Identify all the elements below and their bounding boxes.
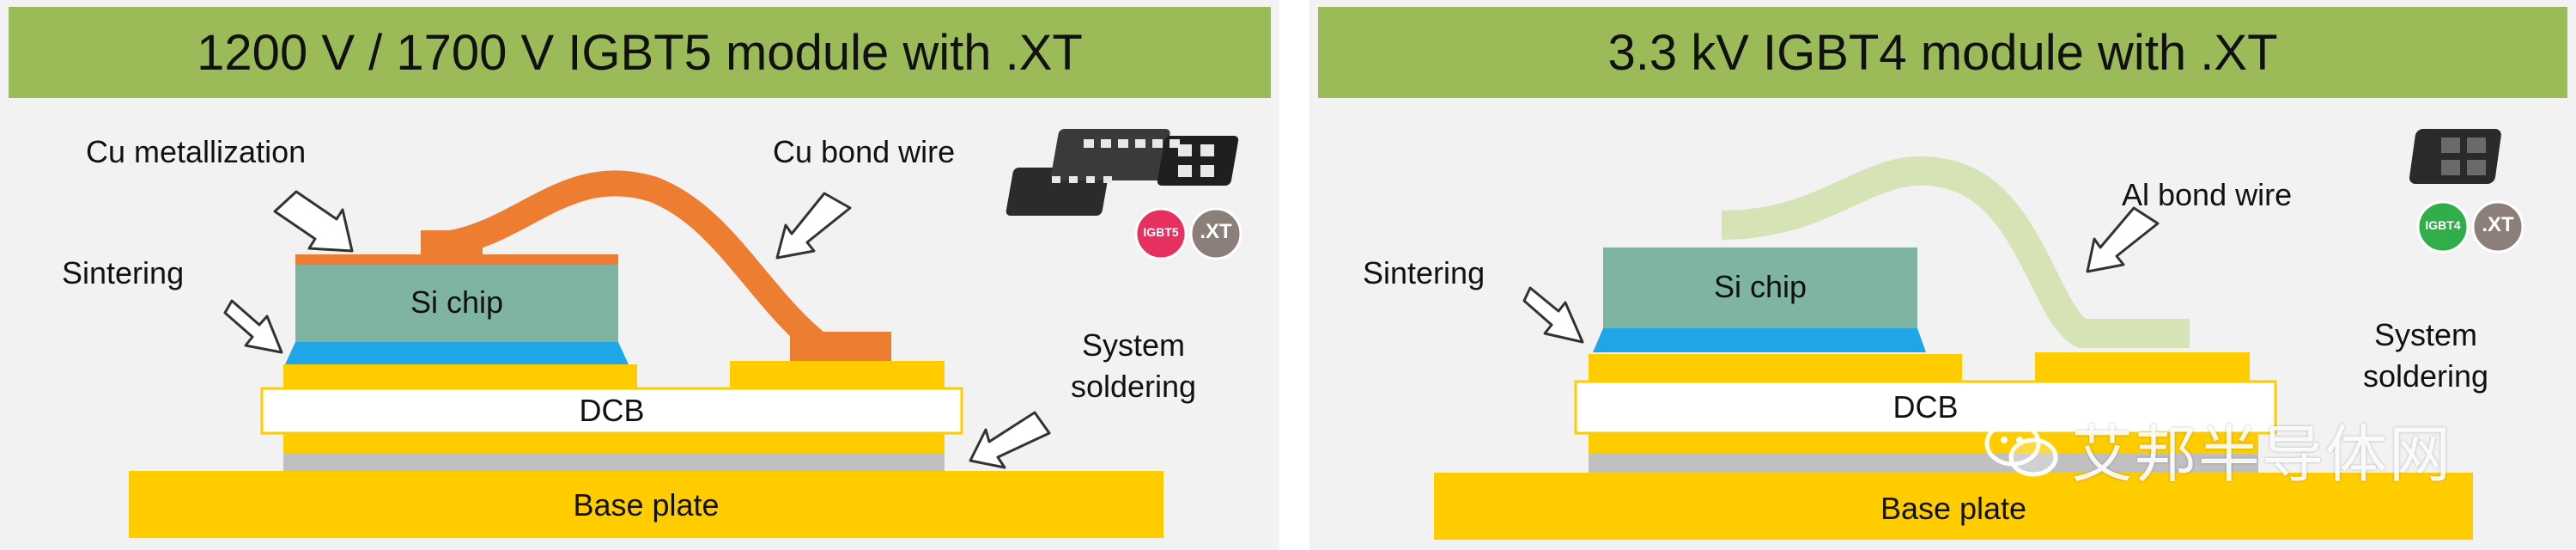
left-dcb-top-copper-left [283,364,637,388]
right-badge-igbt4 [2416,200,2470,254]
left-system-solder-layer [283,454,945,471]
wechat-icon [1984,420,2058,476]
watermark: 艾邦半导体网 [1984,404,2452,494]
left-arrow-cu-bond-wire [775,192,852,260]
left-arrow-sintering [223,299,283,354]
right-label-sintering: Sintering [1363,255,1485,290]
left-label-dcb: DCB [579,393,645,428]
left-label-si-chip: Si chip [410,284,504,320]
left-module-images [1005,129,1239,216]
left-label-cu-bond-wire: Cu bond wire [773,134,956,169]
left-badge-igbt5 [1134,207,1188,260]
right-module-image [2409,129,2501,184]
left-dcb-top-copper-right [730,361,945,388]
left-label-cu-metallization: Cu metallization [86,134,307,169]
left-sinter-layer [285,342,629,364]
right-label-system-soldering-1: System [2373,317,2478,352]
right-dcb-top-copper-left [1589,354,1962,382]
left-badge-xt [1189,207,1242,260]
right-si-chip [1603,248,1917,328]
right-dcb-top-copper-right [2035,352,2250,382]
left-label-system-soldering-1: System [1081,327,1186,363]
left-arrow-cu-metallization [273,190,354,253]
right-title-bar: 3.3 kV IGBT4 module with .XT [1318,7,2567,98]
left-si-chip [295,265,618,342]
right-badge-igbt4-text: IGBT4 [2425,218,2461,232]
left-cu-metallization [295,254,618,265]
left-cu-bond-foot-pad [790,332,891,361]
right-label-si-chip: Si chip [1713,269,1807,304]
left-label-system-soldering-2: soldering [1070,369,1197,404]
left-base-plate [129,471,1163,538]
right-label-al-bond-wire: Al bond wire [2122,177,2293,212]
left-arrow-system-soldering [969,411,1051,469]
left-diagram [129,129,1242,538]
left-panel: 1200 V / 1700 V IGBT5 module with .XT [0,0,1279,550]
right-label-system-soldering-2: soldering [2362,358,2489,394]
right-badge-xt-text: .XT [2482,213,2514,236]
left-title-bar: 1200 V / 1700 V IGBT5 module with .XT [9,7,1271,98]
watermark-text: 艾邦半导体网 [2071,419,2453,491]
right-label-base-plate: Base plate [1880,491,2027,526]
right-label-dcb: DCB [1893,389,1959,425]
left-dcb-bottom-copper [283,433,945,454]
left-title: 1200 V / 1700 V IGBT5 module with .XT [197,24,1083,81]
left-cu-bond-wire [444,170,824,352]
right-al-bond-wire [1721,156,2190,348]
right-sinter-layer [1593,328,1926,352]
left-badge-xt-text: .XT [1200,220,1232,243]
right-system-solder-layer [1589,454,2258,473]
right-panel: 3.3 kV IGBT4 module with .XT [1309,0,2576,550]
right-diagram [1434,129,2524,540]
right-dcb-bottom-copper [1589,433,2258,454]
right-arrow-sintering [1522,286,1584,344]
right-badge-xt [2471,200,2524,254]
right-title: 3.3 kV IGBT4 module with .XT [1607,24,2278,81]
left-badge-igbt5-text: IGBT5 [1143,225,1179,239]
right-arrow-al-bond-wire [2086,206,2160,273]
left-label-sintering: Sintering [62,255,185,290]
right-base-plate [1434,473,2473,540]
left-label-base-plate: Base plate [573,487,720,522]
